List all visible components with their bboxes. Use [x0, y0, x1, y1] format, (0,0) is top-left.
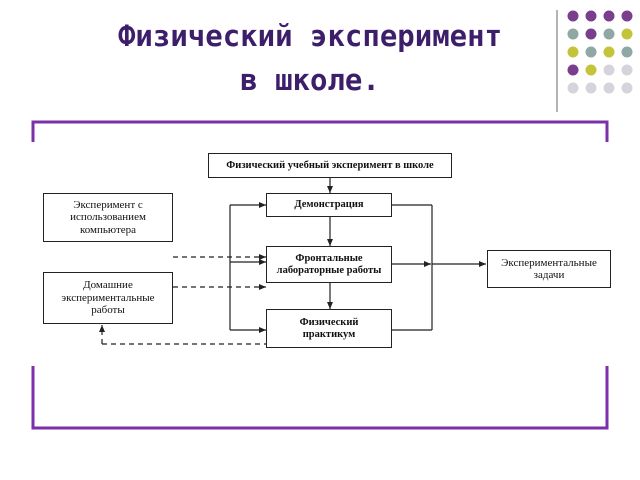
decorative-dot [621, 82, 633, 94]
box-top-label: Физический учебный эксперимент в школе [226, 159, 434, 171]
box-physics-practicum: Физический практикум [266, 309, 392, 348]
decorative-dot [603, 46, 615, 58]
box-demo-label: Демонстрация [294, 199, 364, 210]
slide-title-line2: в школе. [240, 63, 380, 97]
box-experimental-tasks: Экспериментальные задачи [487, 250, 611, 288]
box-tasks-label: Экспериментальные задачи [501, 256, 597, 282]
box-computer-label: Эксперимент с использованием компьютера [70, 198, 146, 236]
decorative-dot [621, 64, 633, 76]
decorative-dot [585, 46, 597, 58]
frame-top [31, 120, 609, 142]
decorative-dot [567, 28, 579, 40]
decorative-dot [567, 64, 579, 76]
decorative-dot [621, 28, 633, 40]
decorative-dot [621, 46, 633, 58]
decorative-dot [603, 10, 615, 22]
decorative-dot [603, 28, 615, 40]
box-home-experimental-works: Домашние экспериментальные работы [43, 272, 173, 324]
decorative-dot [585, 10, 597, 22]
decorative-dot [567, 46, 579, 58]
slide-title: Физический эксперимент в школе. [60, 14, 560, 102]
box-practicum-label: Физический практикум [299, 316, 359, 340]
decorative-dot [621, 10, 633, 22]
decorative-dot [567, 82, 579, 94]
box-home-label: Домашние экспериментальные работы [61, 279, 155, 317]
frame-bottom [31, 366, 609, 430]
box-frontal-label: Фронтальные лабораторные работы [276, 252, 382, 276]
decorative-dot [585, 82, 597, 94]
decorative-dot [585, 64, 597, 76]
box-physics-experiment-in-school: Физический учебный эксперимент в школе [208, 153, 452, 178]
box-computer-experiment: Эксперимент с использованием компьютера [43, 193, 173, 242]
decorative-dot [603, 64, 615, 76]
decorative-dot [567, 10, 579, 22]
slide-title-line1: Физический эксперимент [117, 19, 503, 53]
decorative-dot [585, 28, 597, 40]
frame-lines [31, 120, 609, 430]
decorative-dot [603, 82, 615, 94]
box-demonstration: Демонстрация [266, 193, 392, 217]
box-frontal-lab-works: Фронтальные лабораторные работы [266, 246, 392, 283]
